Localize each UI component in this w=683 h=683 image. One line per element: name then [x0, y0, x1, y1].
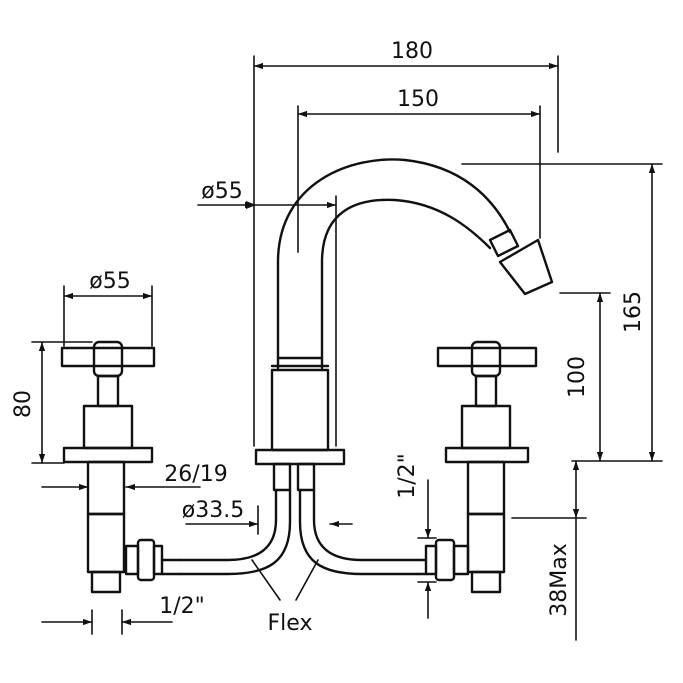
dimension-spout-diameter: ø55 — [197, 179, 337, 447]
dimension-thread-size-left-label: 1/2" — [159, 594, 205, 619]
dimension-base-diameter-label: ø33.5 — [182, 498, 244, 523]
dimension-spout-height: 165 — [461, 163, 663, 462]
dimension-spout-diameter-label: ø55 — [201, 179, 242, 204]
dimension-thread-size-right: 1/2" — [395, 453, 437, 619]
dimension-overall-width: 180 — [253, 39, 559, 447]
dimension-hole-diameter: 26/19 — [41, 462, 228, 491]
dimension-thread-size-left: 1/2" — [41, 594, 205, 635]
dimension-outlet-height: 100 — [559, 292, 611, 462]
dimension-spout-reach: 150 — [297, 87, 541, 253]
dimension-spout-reach-label: 150 — [397, 87, 439, 112]
dimension-handle-diameter: ø55 — [63, 269, 153, 347]
dimension-handle-diameter-label: ø55 — [89, 269, 130, 294]
dimension-handle-height: 80 — [11, 341, 93, 464]
dimension-max-deck-thickness: 38Max — [511, 460, 587, 641]
dimension-base-diameter: ø33.5 — [182, 498, 353, 535]
flex-hose-label: Flex — [268, 611, 313, 636]
dimension-thread-size-right-label: 1/2" — [395, 453, 420, 499]
dimension-handle-height-label: 80 — [11, 390, 36, 418]
dimension-spout-height-label: 165 — [621, 291, 646, 333]
dimension-overall-width-label: 180 — [391, 39, 433, 64]
flex-hose-callout: Flex — [251, 559, 319, 636]
left-handle-valve — [60, 340, 182, 594]
right-handle-valve — [416, 340, 538, 594]
dimension-hole-diameter-label: 26/19 — [164, 462, 227, 487]
dimension-outlet-height-label: 100 — [565, 356, 590, 398]
dimension-max-deck-thickness-label: 38Max — [547, 543, 572, 616]
